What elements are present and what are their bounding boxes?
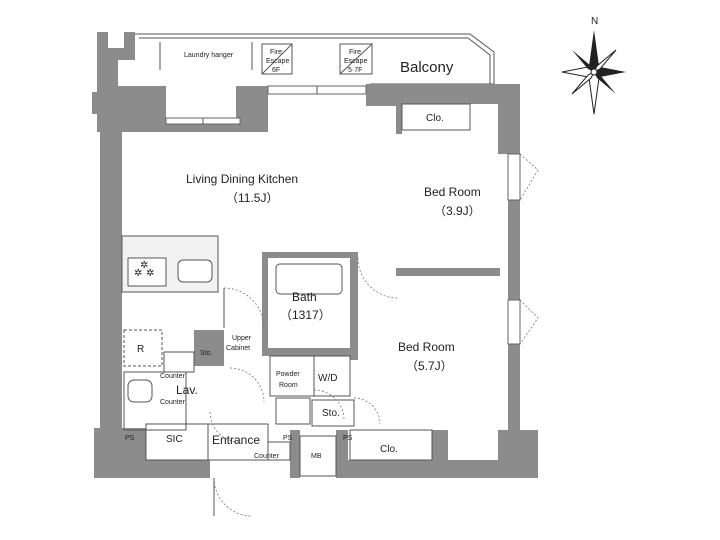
- balcony-fixtures: [159, 42, 373, 75]
- lav-label: Lav.: [176, 383, 198, 397]
- bed2-name-label: Bed Room: [398, 340, 455, 354]
- fire-escape-1-line1: Fire: [270, 49, 282, 56]
- compass-north-label: N: [591, 16, 598, 27]
- powder-room-line1: Powder: [276, 371, 300, 378]
- sto-1-label: Sto.: [200, 350, 213, 357]
- interior-rooms: [122, 104, 508, 430]
- fire-escape-2-line2: Escape: [344, 58, 367, 65]
- entrance-area: [145, 423, 291, 461]
- powder-room-line2: Room: [279, 382, 298, 389]
- mb-label: MB: [311, 453, 322, 460]
- ldk-size-label: （11.5J）: [226, 191, 278, 205]
- sic-label: SIC: [166, 434, 183, 445]
- ps-2-label: PS: [283, 435, 293, 442]
- room-labels: Balcony Laundry hanger Fire Escape 6F Fi…: [125, 49, 481, 460]
- bed2-size-label: （5.7J）: [406, 359, 453, 373]
- balcony-windows: [165, 85, 367, 125]
- fire-escape-2-line1: Fire: [349, 49, 361, 56]
- wd-label: W/D: [318, 373, 337, 384]
- svg-text:✲: ✲: [140, 260, 148, 271]
- fire-escape-1-line3: 6F: [272, 67, 280, 74]
- bed1-size-label: （3.9J）: [434, 204, 481, 218]
- wet-area-boxes: [269, 263, 355, 427]
- counter-3-label: Counter: [254, 453, 280, 460]
- closets: [299, 103, 471, 477]
- counter-2-label: Counter: [160, 399, 186, 406]
- upper-cabinet-line1: Upper: [232, 335, 252, 342]
- counter-1-label: Counter: [160, 373, 186, 380]
- svg-text:✲: ✲: [134, 268, 142, 279]
- bath-name-label: Bath: [292, 290, 317, 304]
- lavatory: [123, 351, 195, 431]
- ps-3-label: PS: [343, 435, 353, 442]
- clo-1-label: Clo.: [426, 113, 444, 124]
- exterior-walls: [92, 32, 538, 478]
- sto-2-label: Sto.: [322, 408, 340, 419]
- kitchen-counter: ✲ ✲ ✲: [121, 235, 219, 293]
- bed1-name-label: Bed Room: [424, 185, 481, 199]
- compass-rose: N: [561, 16, 626, 115]
- balcony-label: Balcony: [400, 59, 454, 76]
- clo-2-label: Clo.: [380, 444, 398, 455]
- fire-escape-1-line2: Escape: [266, 58, 289, 65]
- entrance-label: Entrance: [212, 433, 260, 447]
- fire-escape-2-line3: 5·7F: [348, 67, 362, 74]
- refrigerator-box: [123, 329, 163, 367]
- upper-cabinet-line2: Cabinet: [226, 345, 250, 352]
- refrigerator-label: R: [137, 344, 144, 355]
- bath-size-label: （1317）: [280, 308, 331, 322]
- doors: [209, 153, 539, 517]
- ps-1-label: PS: [125, 435, 135, 442]
- svg-text:✲: ✲: [146, 268, 154, 279]
- ldk-name-label: Living Dining Kitchen: [186, 172, 298, 186]
- laundry-hanger-label: Laundry hanger: [184, 52, 234, 59]
